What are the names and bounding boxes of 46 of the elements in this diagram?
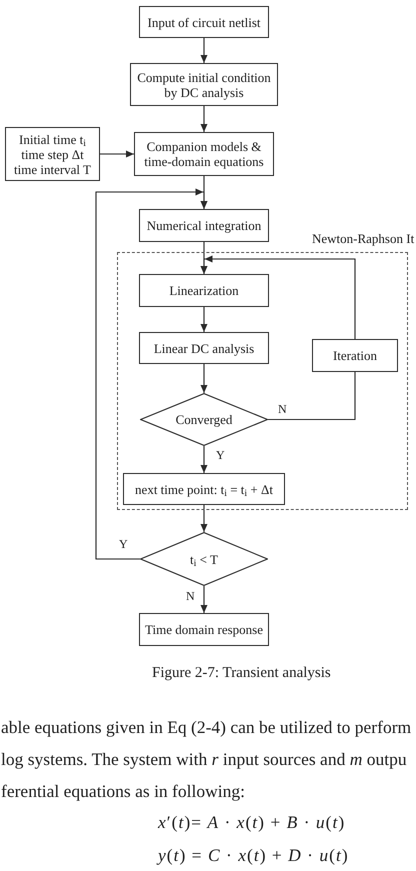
- arrow: [200, 364, 208, 393]
- arrow: [200, 38, 208, 63]
- arrow: [200, 586, 208, 613]
- node-text: Time domain response: [145, 622, 263, 637]
- edge-label: N: [186, 589, 195, 603]
- arrow: [200, 106, 208, 132]
- process-box: [123, 473, 285, 505]
- node-text: Numerical integration: [146, 218, 262, 233]
- edge-label: N: [278, 402, 287, 416]
- equation: x′(t)= A · x(t) + B · u(t): [158, 812, 346, 832]
- body-text: able equations given in Eq (2-4) can be utilized to perform: [1, 717, 412, 737]
- process-box: [139, 6, 269, 38]
- process-box: [139, 209, 269, 242]
- process-box: [139, 274, 269, 307]
- body-text: ferential equations as in following:: [1, 781, 245, 801]
- edge-label: Y: [216, 448, 225, 462]
- decision-diamond: [140, 393, 268, 446]
- process-box: [139, 332, 269, 364]
- node-text: Converged: [176, 412, 232, 427]
- process-box: [312, 339, 398, 372]
- node-text: Companion models & time-domain equations: [143, 139, 265, 169]
- edge-label: Y: [119, 537, 128, 551]
- arrow: [100, 150, 134, 158]
- node-text: Input of circuit netlist: [147, 14, 260, 30]
- body-text: log systems. The system with r input sources and m outpu: [1, 749, 407, 769]
- equation: y(t) = C · x(t) + D · u(t): [158, 845, 349, 865]
- process-box: [134, 132, 274, 176]
- arrow: [200, 307, 208, 332]
- arrow: [200, 505, 208, 532]
- process-box: [130, 63, 278, 106]
- node-text: Linear DC analysis: [154, 340, 254, 356]
- arrow: [200, 446, 208, 473]
- decision-diamond: [140, 532, 268, 586]
- node-text: t$_{i}$ < T: [190, 552, 218, 566]
- node-text: Compute initial condition by DC analysis: [136, 70, 272, 100]
- figure-caption: Figure 2-7: Transient analysis: [152, 664, 331, 682]
- arrow: [95, 188, 208, 560]
- arrow: [200, 256, 356, 339]
- node-text: Iteration: [332, 348, 378, 363]
- group-heading: Newton-Raphson It: [312, 231, 414, 247]
- process-box: [5, 127, 100, 181]
- connector-line: [268, 372, 356, 420]
- node-text: Initial time t$_{i}$ time step Δt time interval T: [12, 132, 92, 176]
- process-box: [139, 613, 269, 646]
- node-text: next time point: t$_{i}$ = t$_{i}$ + Δt: [135, 482, 273, 496]
- node-text: Linearization: [169, 283, 239, 298]
